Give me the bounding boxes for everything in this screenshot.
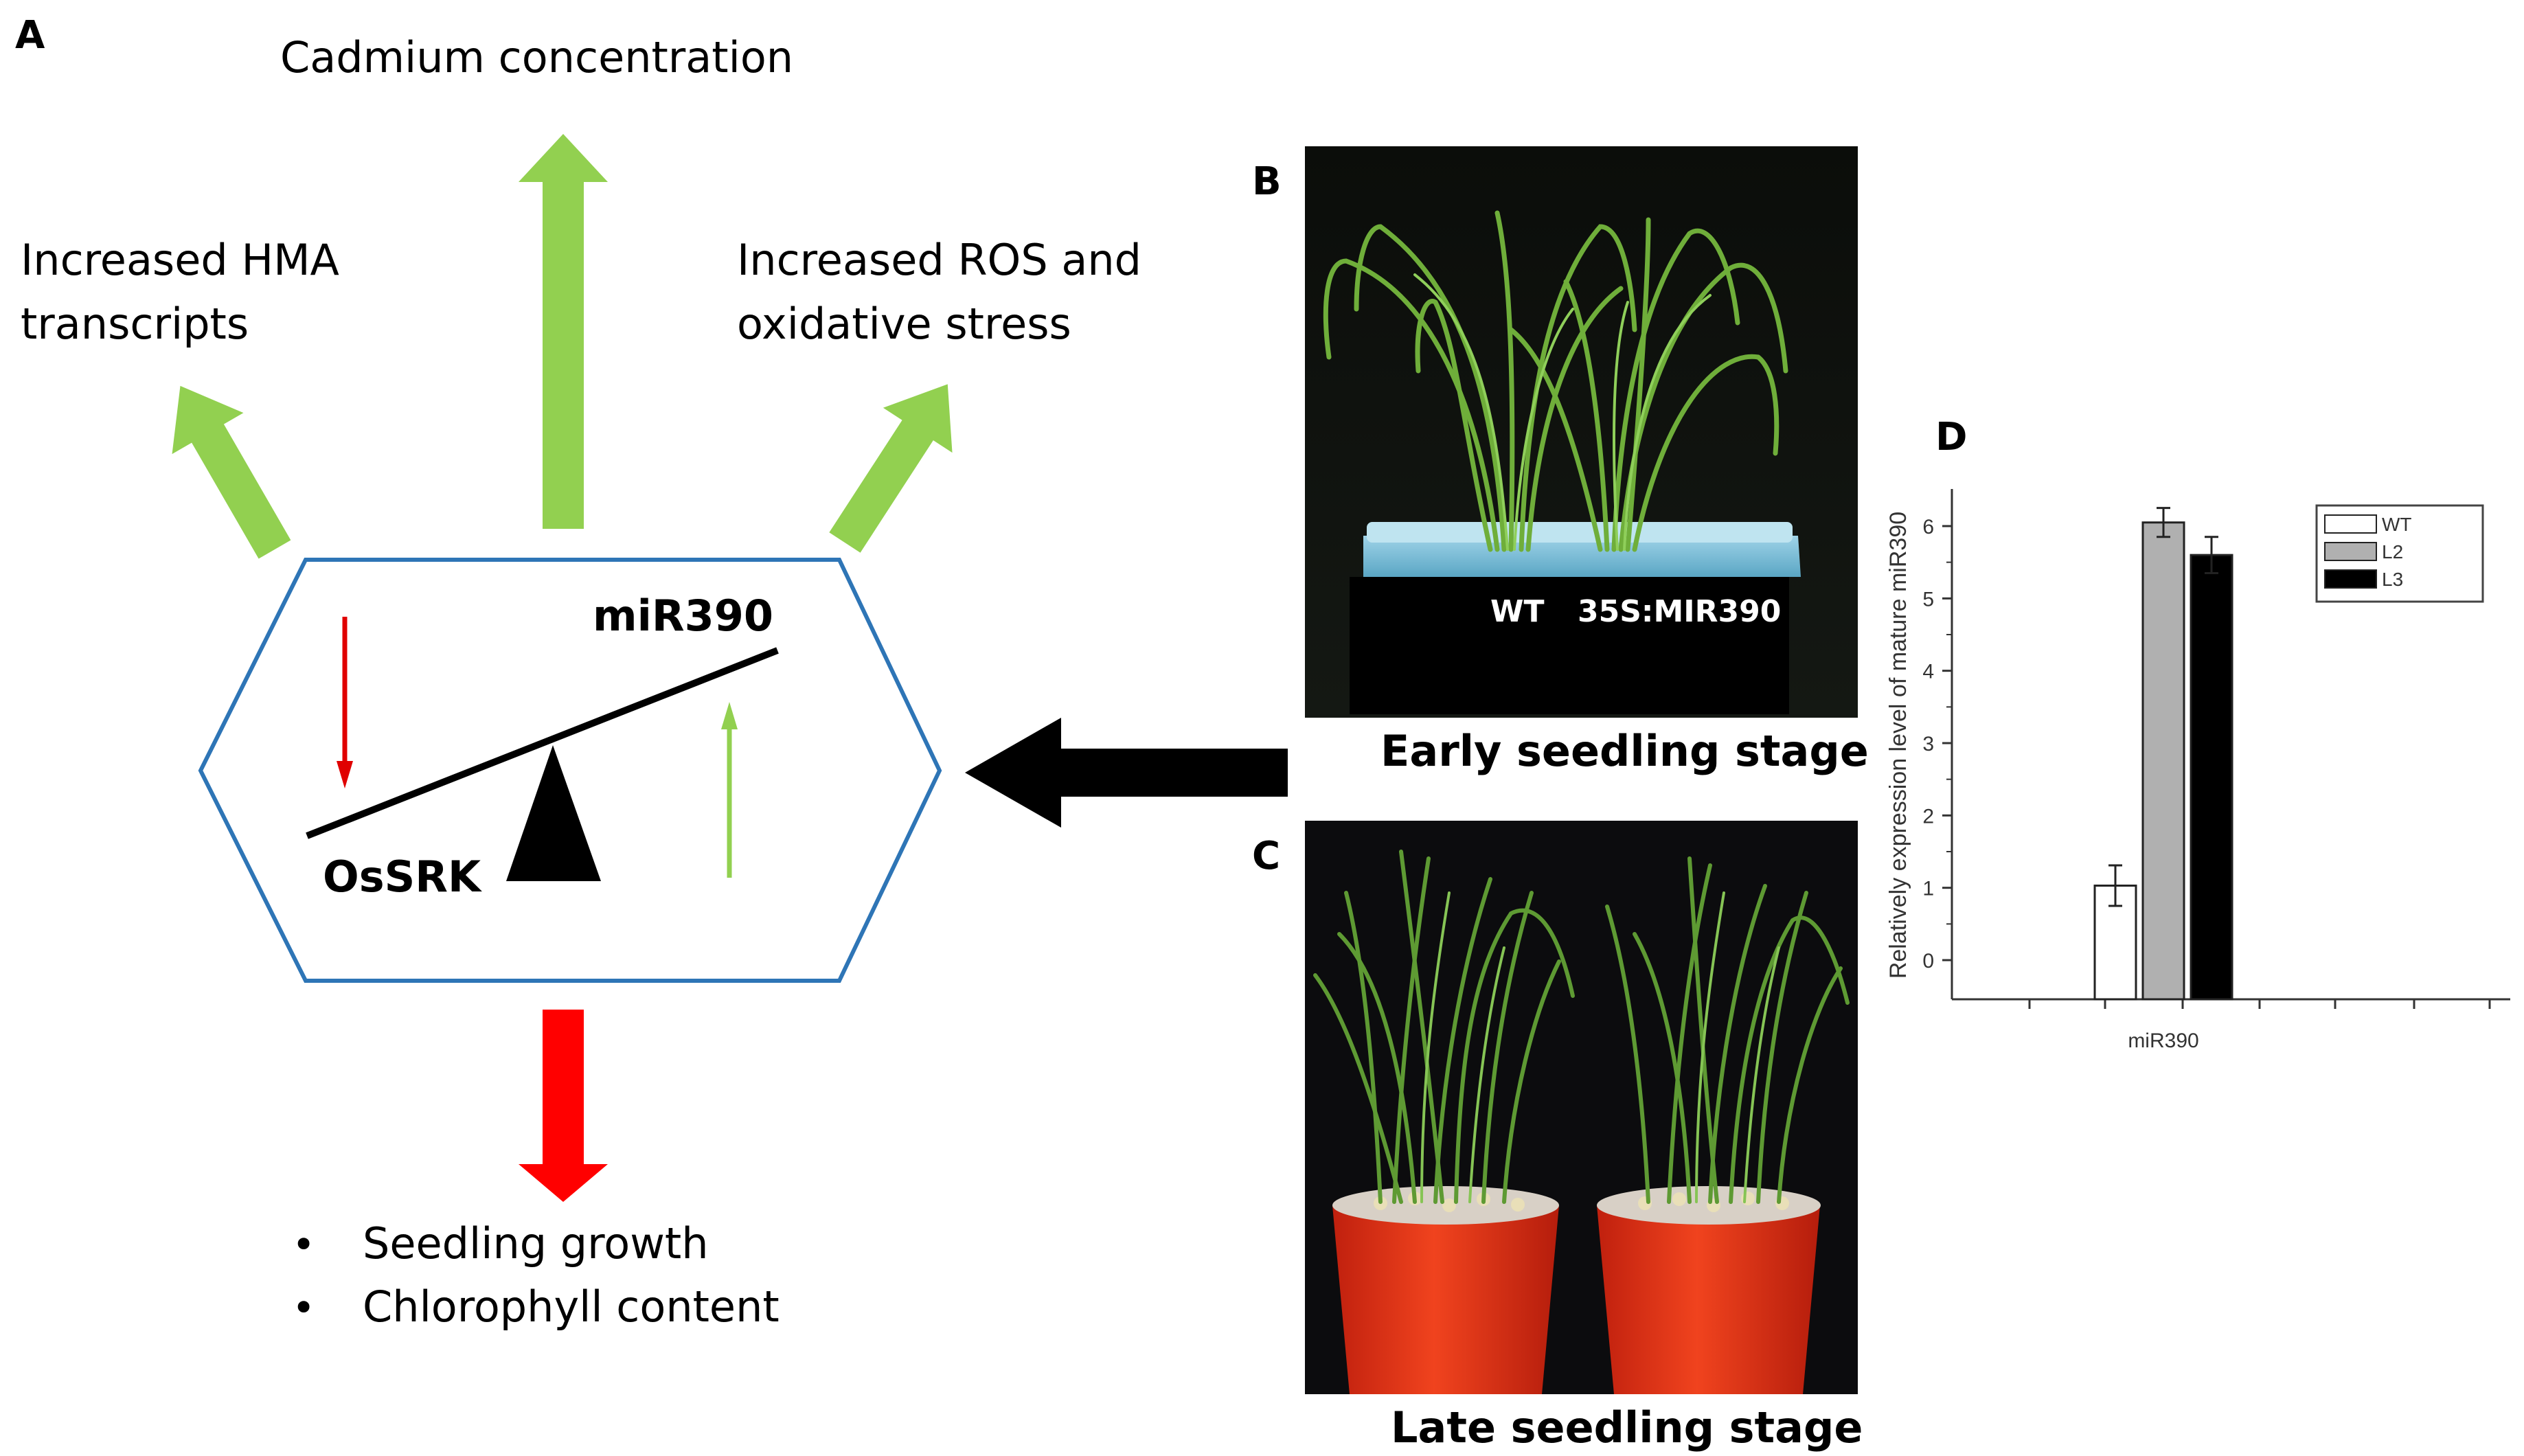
- y-tick-label: 3: [1922, 733, 1934, 755]
- legend-label-l2: L2: [2382, 541, 2403, 562]
- decreased-effect-seedling-growth: Seedling growth: [363, 1218, 709, 1269]
- y-tick-label: 5: [1922, 588, 1934, 611]
- bar-l3: [2190, 554, 2233, 1001]
- effect-hma-line2: transcripts: [21, 299, 249, 349]
- effect-hma-line1: Increased HMA: [21, 235, 339, 285]
- legend-swatch-l3: [2324, 569, 2377, 589]
- y-tick-label: 4: [1922, 661, 1934, 683]
- panel-label-c: C: [1252, 834, 1280, 878]
- photo-overlay-wt: WT: [1490, 594, 1545, 629]
- regulation-hexagon: [198, 558, 942, 983]
- effect-ros-line1: Increased ROS and: [737, 235, 1141, 285]
- seesaw-fulcrum: [506, 745, 601, 881]
- caption-early-seedling: Early seedling stage: [1380, 726, 1869, 776]
- photo-overlay-35s-mir390: 35S:MIR390: [1578, 594, 1781, 629]
- caption-late-seedling: Late seedling stage: [1391, 1402, 1863, 1453]
- y-tick-label: 6: [1922, 516, 1934, 538]
- decrease-arrow-icon: [337, 617, 353, 788]
- up-arrow-left: [172, 385, 291, 559]
- panel-label-a: A: [15, 13, 45, 58]
- bullet-marker-1: •: [292, 1221, 315, 1268]
- legend-label-l3: L3: [2382, 569, 2403, 590]
- panel-label-b: B: [1252, 159, 1282, 204]
- effect-cadmium-concentration: Cadmium concentration: [280, 32, 793, 82]
- bar-l2: [2141, 521, 2185, 1001]
- legend-swatch-wt: [2324, 514, 2377, 534]
- bullet-marker-2: •: [292, 1284, 315, 1331]
- down-arrow-bottom: [519, 1010, 608, 1202]
- legend-label-wt: WT: [2382, 514, 2412, 535]
- y-tick-label: 1: [1922, 878, 1934, 900]
- seesaw-beam: [306, 647, 779, 839]
- x-category-label: miR390: [2128, 1030, 2198, 1052]
- label-ossrk: OsSRK: [323, 852, 482, 902]
- label-mir390: miR390: [593, 591, 773, 641]
- y-tick-label: 0: [1922, 950, 1934, 972]
- expression-bar-chart: 0 1 2 3 4 5 6 Relatively expression level of ma…: [1885, 489, 2510, 1052]
- increase-arrow-icon: [721, 702, 738, 878]
- early-seedling-photo: WT 35S:MIR390: [1305, 146, 1858, 718]
- panel-label-d: D: [1935, 415, 1967, 459]
- up-arrow-right: [829, 384, 953, 553]
- y-axis-label: Relatively expression level of mature mi…: [1885, 512, 1911, 979]
- effect-ros-line2: oxidative stress: [737, 299, 1071, 349]
- legend-swatch-l2: [2324, 542, 2377, 561]
- link-arrow: [965, 718, 1288, 828]
- late-seedling-photo: [1305, 821, 1858, 1394]
- up-arrow-center: [519, 134, 608, 529]
- decreased-effect-chlorophyll: Chlorophyll content: [363, 1282, 780, 1332]
- y-tick-label: 2: [1922, 805, 1934, 828]
